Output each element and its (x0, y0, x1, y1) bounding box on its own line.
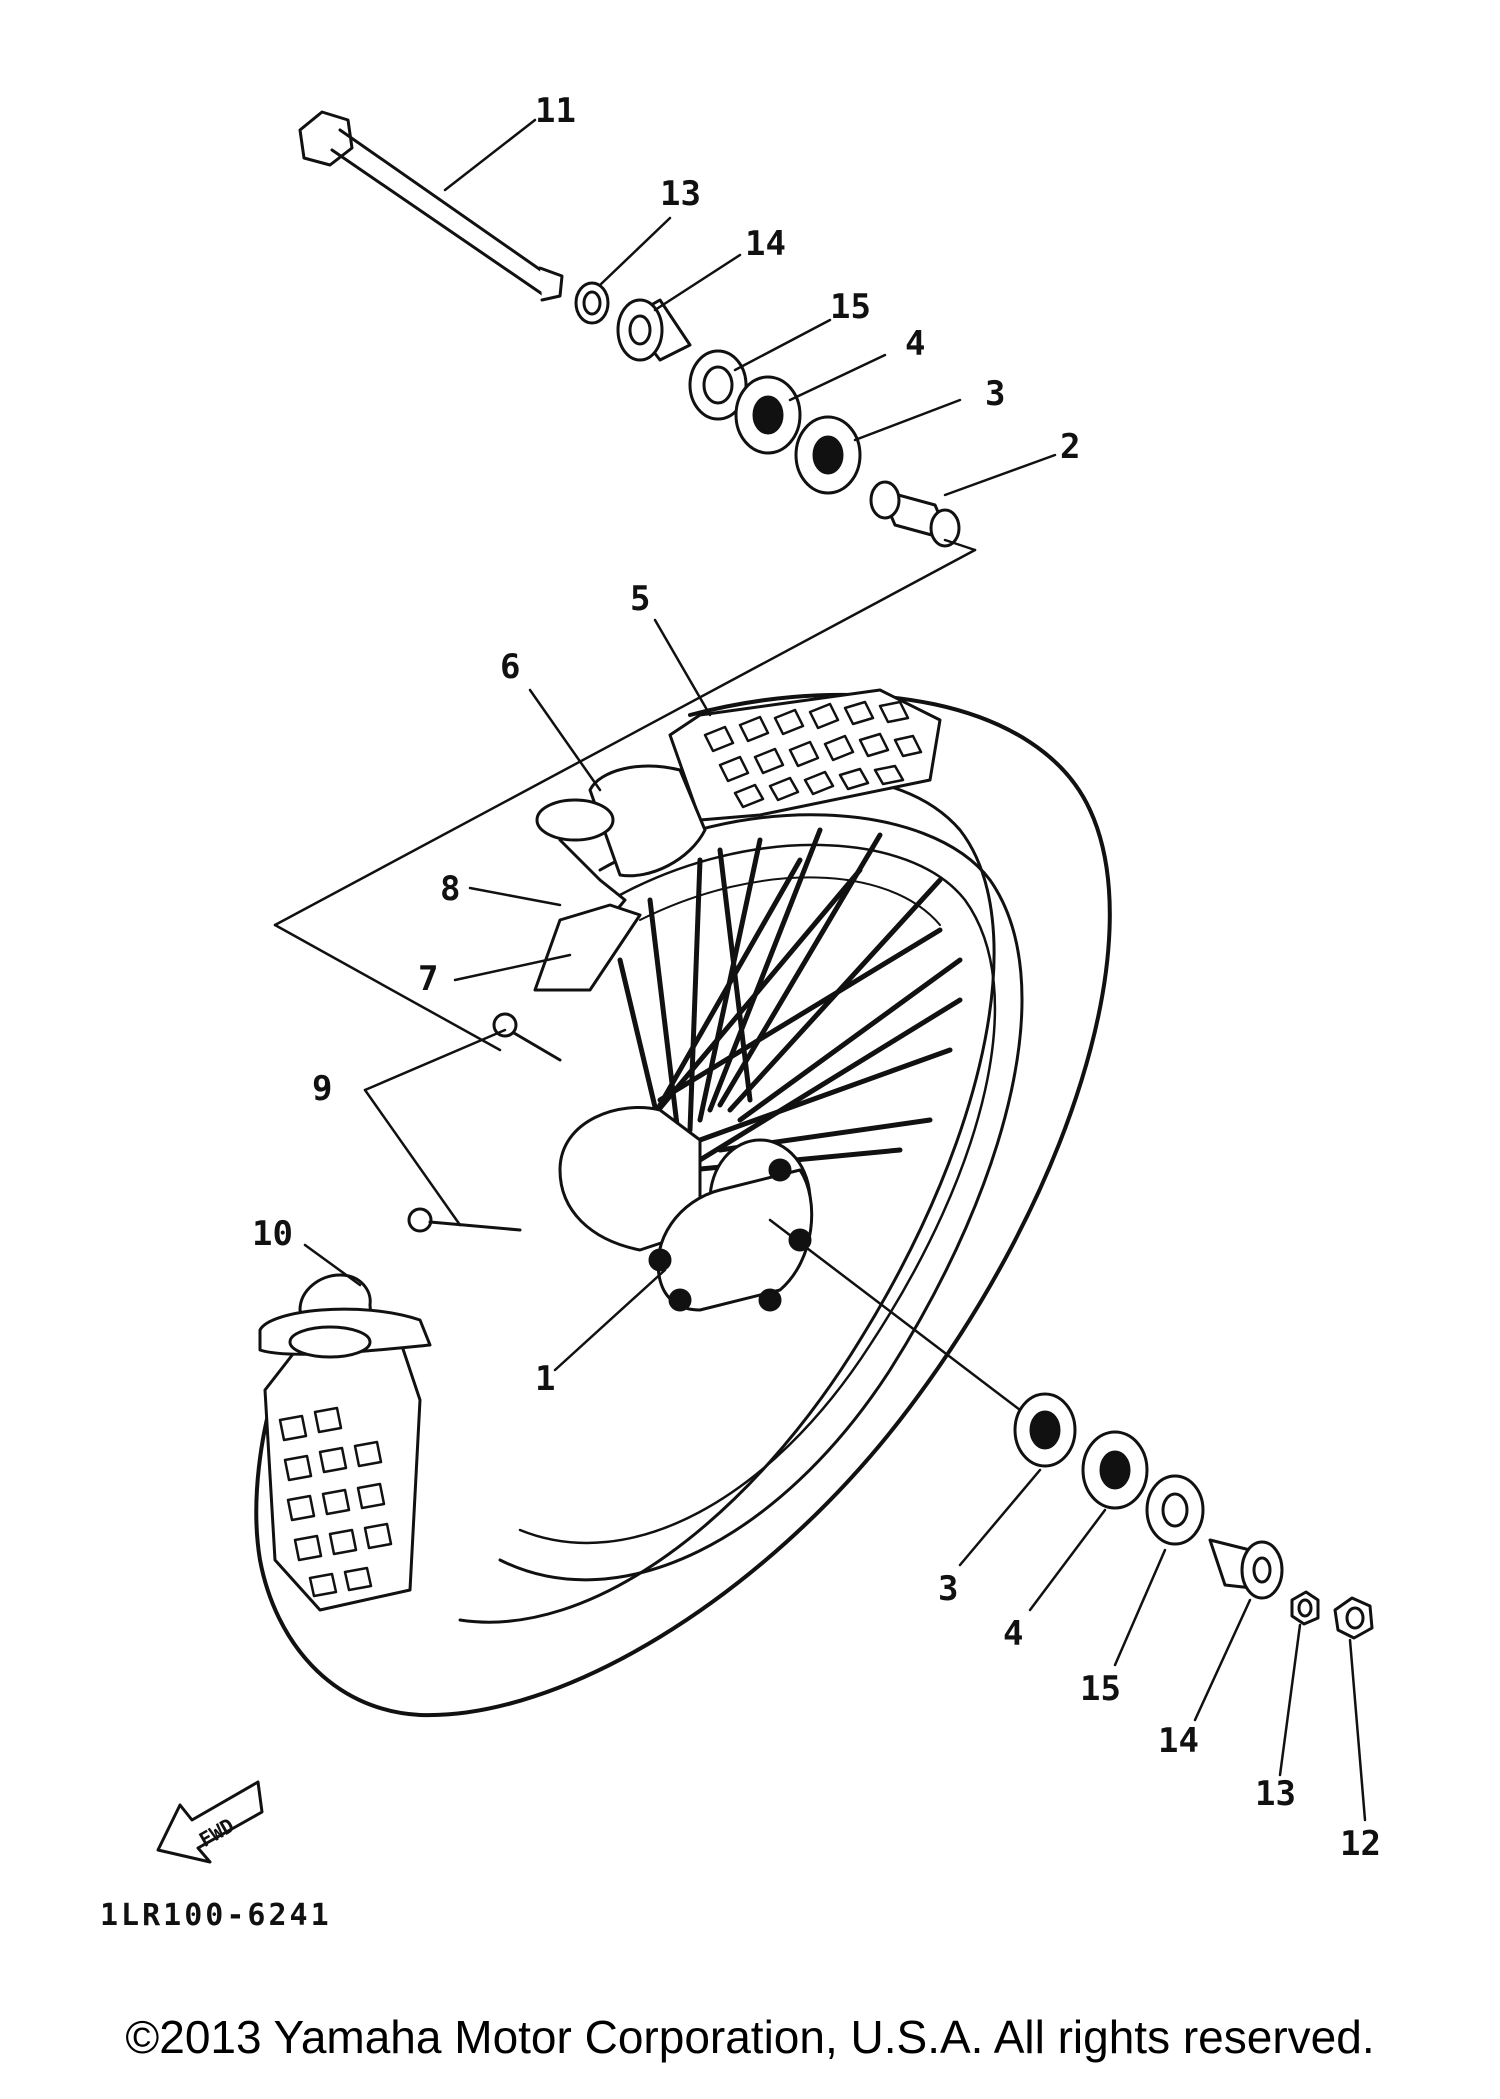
spacer-2 (869, 480, 961, 548)
spokes (617, 827, 963, 1173)
axle-nut-12 (1333, 1596, 1374, 1640)
callout-5: 5 (630, 579, 650, 619)
callout-3-bottom: 3 (938, 1569, 958, 1609)
callout-1: 1 (535, 1359, 555, 1399)
top-bearing-3 (794, 415, 862, 495)
callout-8: 8 (440, 869, 460, 909)
top-collar-13 (574, 281, 610, 325)
bottom-collar-13 (1290, 1590, 1320, 1626)
callout-3-top: 3 (985, 374, 1005, 414)
copyright-footer: ©2013 Yamaha Motor Corporation, U.S.A. A… (125, 2011, 1375, 2063)
tire (254, 688, 1112, 1718)
spoke-nipples (407, 1012, 562, 1233)
callout-14-bottom: 14 (1158, 1721, 1199, 1761)
bottom-bearing-3 (1013, 1392, 1077, 1468)
callout-6: 6 (500, 647, 520, 687)
callout-15-top: 15 (830, 287, 871, 327)
callout-4-bottom: 4 (1003, 1614, 1023, 1654)
top-bearing-4 (734, 375, 802, 455)
leader-lines (303, 118, 1367, 1822)
bottom-spacer-14 (1208, 1538, 1284, 1600)
bottom-bearing-4 (1081, 1430, 1149, 1510)
rim-band (533, 903, 642, 992)
callout-15-bottom: 15 (1080, 1669, 1121, 1709)
callout-14-top: 14 (745, 224, 786, 264)
bottom-seal-15 (1145, 1474, 1205, 1546)
callouts: 11 13 14 15 4 3 2 5 6 8 7 9 10 1 3 4 15 … (252, 91, 1381, 1864)
callout-9: 9 (312, 1069, 332, 1109)
rim-lock (258, 1273, 432, 1359)
callout-13-bottom: 13 (1255, 1774, 1296, 1814)
callout-2: 2 (1060, 427, 1080, 467)
callout-13-top: 13 (660, 174, 701, 214)
diagram-part-number: 1LR100-6241 (100, 1898, 332, 1933)
assembly-lines (273, 538, 1022, 1412)
callout-12: 12 (1340, 1824, 1381, 1864)
axle (298, 110, 564, 302)
callout-10: 10 (252, 1214, 293, 1254)
tube (535, 764, 707, 932)
fwd-arrow-icon (156, 1780, 264, 1864)
top-spacer-14 (616, 298, 692, 362)
callout-11: 11 (535, 91, 576, 131)
callout-7: 7 (418, 959, 438, 999)
top-seal-15 (688, 349, 748, 421)
hub (558, 1106, 814, 1312)
callout-4-top: 4 (905, 324, 925, 364)
